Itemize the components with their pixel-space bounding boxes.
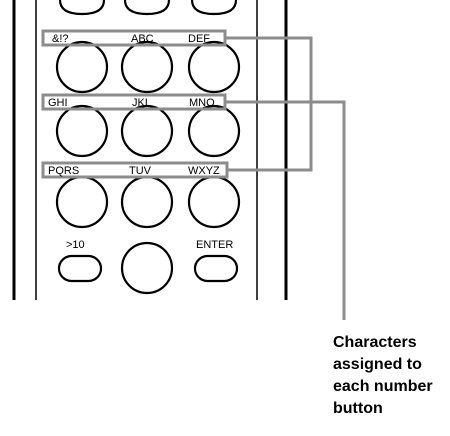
number-button-3[interactable] [187,40,241,94]
remote-body [12,0,288,300]
label-row1-col3: DEF [188,33,210,45]
label-row3-col3: WXYZ [188,165,220,177]
callout-line-3: each number [333,378,433,395]
enter-label: ENTER [196,239,233,251]
label-row2-col3: MNO [189,97,215,109]
number-buttons [55,40,241,295]
enter-button[interactable] [193,254,239,283]
greater-than-10-label: >10 [66,239,85,251]
label-row1-col1: &!? [52,33,69,45]
number-button-4[interactable] [55,104,109,158]
number-button-0[interactable] [120,241,174,295]
number-button-8[interactable] [120,175,174,229]
label-row2-col1: GHI [48,97,68,109]
character-labels: &!? ABC DEF GHI JKL MNO PQRS TUV WXYZ [48,33,220,177]
partial-button-row [58,0,238,16]
number-button-5[interactable] [120,104,174,158]
callout-text: Characters assigned to each number butto… [333,332,448,420]
number-button-9[interactable] [187,175,241,229]
label-row3-col2: TUV [129,165,152,177]
label-row1-col2: ABC [131,33,154,45]
number-button-2[interactable] [120,40,174,94]
label-row3-col1: PQRS [48,165,79,177]
callout-line-4: button [333,400,383,417]
label-row2-col2: JKL [132,97,151,109]
greater-than-10-button[interactable] [57,254,103,283]
callout-line-2: assigned to [333,356,422,373]
callout-connectors [225,36,346,320]
number-button-7[interactable] [55,175,109,229]
number-button-6[interactable] [187,104,241,158]
callout-line-1: Characters [333,334,417,351]
number-button-1[interactable] [55,40,109,94]
